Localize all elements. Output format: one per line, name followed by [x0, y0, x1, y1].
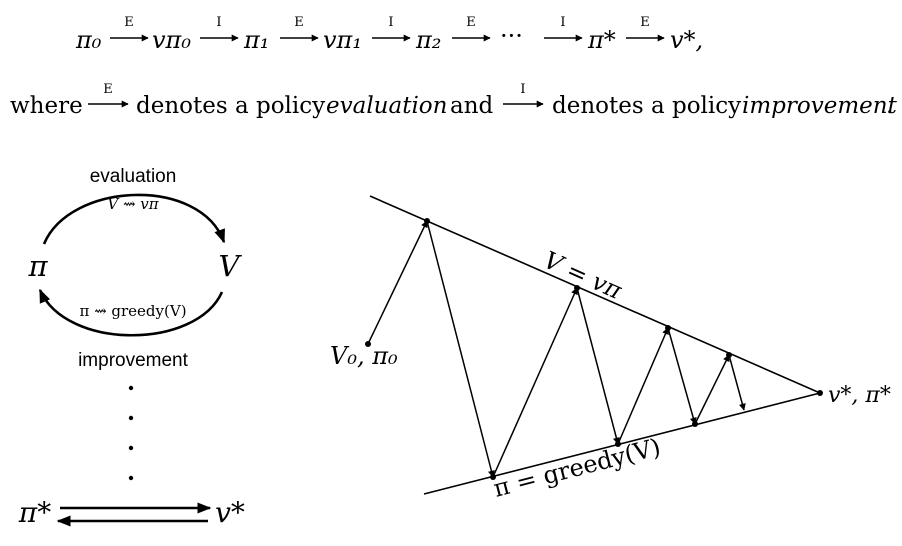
seq-node-v-star: v*,: [670, 26, 703, 54]
improvement-formula: π ⇝ greedy(V): [79, 302, 186, 320]
zigzag-eval-arrow: [492, 287, 578, 478]
zigzag-eval-arrow: [694, 354, 730, 425]
start-label: V₀, π₀: [330, 342, 398, 370]
ellipsis-dot: [128, 475, 134, 481]
value-point: [665, 325, 671, 331]
value-point: [726, 352, 732, 358]
seq-arrow-label: E: [124, 15, 134, 30]
evaluation-label: evaluation: [90, 166, 177, 187]
convergence-diagram: V₀, π₀ V = vπ π = greedy(V) v*, π*: [330, 195, 891, 503]
seq-arrow-label: E: [294, 15, 304, 30]
seq-arrow-label: I: [388, 15, 393, 30]
zigzag-eval-arrow: [367, 220, 428, 345]
greedy-line-label: π = greedy(V): [490, 433, 663, 503]
limit-v-star: v*: [215, 496, 245, 529]
zigzag-impr-arrow: [728, 354, 746, 411]
cycle-node-pi: π: [27, 249, 48, 283]
seq-arrow-label: E: [466, 15, 476, 30]
seq-ellipsis: ···: [500, 22, 523, 50]
policy-iteration-sequence: π₀ E vπ₀ I π₁ E vπ₁ I π₂ E ··· I π* E v*…: [75, 15, 703, 54]
ellipsis-dot: [128, 385, 134, 391]
improvement-label: improvement: [78, 350, 189, 371]
where-text: where: [10, 93, 83, 119]
explanation-line: where E denotes a policy evaluation and …: [10, 82, 898, 119]
limit-pi-star: π*: [18, 496, 51, 529]
seq-node-pi1: π₁: [243, 26, 269, 54]
seq-arrow-label: I: [560, 15, 565, 30]
evaluation-formula: V ⇝ vπ: [107, 195, 159, 213]
e-arrow-label: E: [103, 82, 113, 97]
seq-node-pi2: π₂: [415, 26, 441, 54]
value-point: [424, 218, 430, 224]
policy-point: [490, 474, 496, 480]
evaluation-arrow: [42, 193, 226, 245]
policy-point: [615, 441, 621, 447]
and-text: and: [450, 93, 494, 119]
policy-point: [692, 421, 698, 427]
gpi-cycle-diagram: evaluation V ⇝ vπ π V π ⇝ greedy(V) impr…: [18, 166, 245, 529]
end-label: v*, π*: [828, 383, 891, 408]
seq-node-pi-star: π*: [587, 26, 616, 54]
period: .: [886, 93, 893, 119]
evaluation-word: evaluation: [326, 93, 447, 119]
improvement-arrow: [38, 288, 224, 337]
denotes-text-1: denotes a policy: [136, 93, 325, 119]
seq-node-pi0: π₀: [75, 26, 102, 54]
i-arrow-label: I: [520, 82, 525, 97]
value-line-label: V = vπ: [540, 246, 627, 305]
value-point: [574, 285, 580, 291]
seq-arrow-label: E: [640, 15, 650, 30]
improvement-word: improvement: [742, 93, 898, 119]
zigzag-eval-arrow: [617, 327, 669, 445]
ellipsis-dot: [128, 415, 134, 421]
denotes-text-2: denotes a policy: [552, 93, 741, 119]
zigzag-impr-arrow: [576, 287, 620, 445]
seq-arrow-label: I: [216, 15, 221, 30]
ellipsis-dot: [128, 445, 134, 451]
zigzag-impr-arrow: [426, 220, 495, 478]
cycle-node-v: V: [219, 249, 243, 283]
value-line: [369, 195, 821, 394]
convergence-point: [817, 390, 823, 396]
seq-node-v-pi1: vπ₁: [323, 26, 362, 54]
zigzag-impr-arrow: [667, 327, 697, 425]
seq-node-v-pi0: vπ₀: [152, 26, 191, 54]
